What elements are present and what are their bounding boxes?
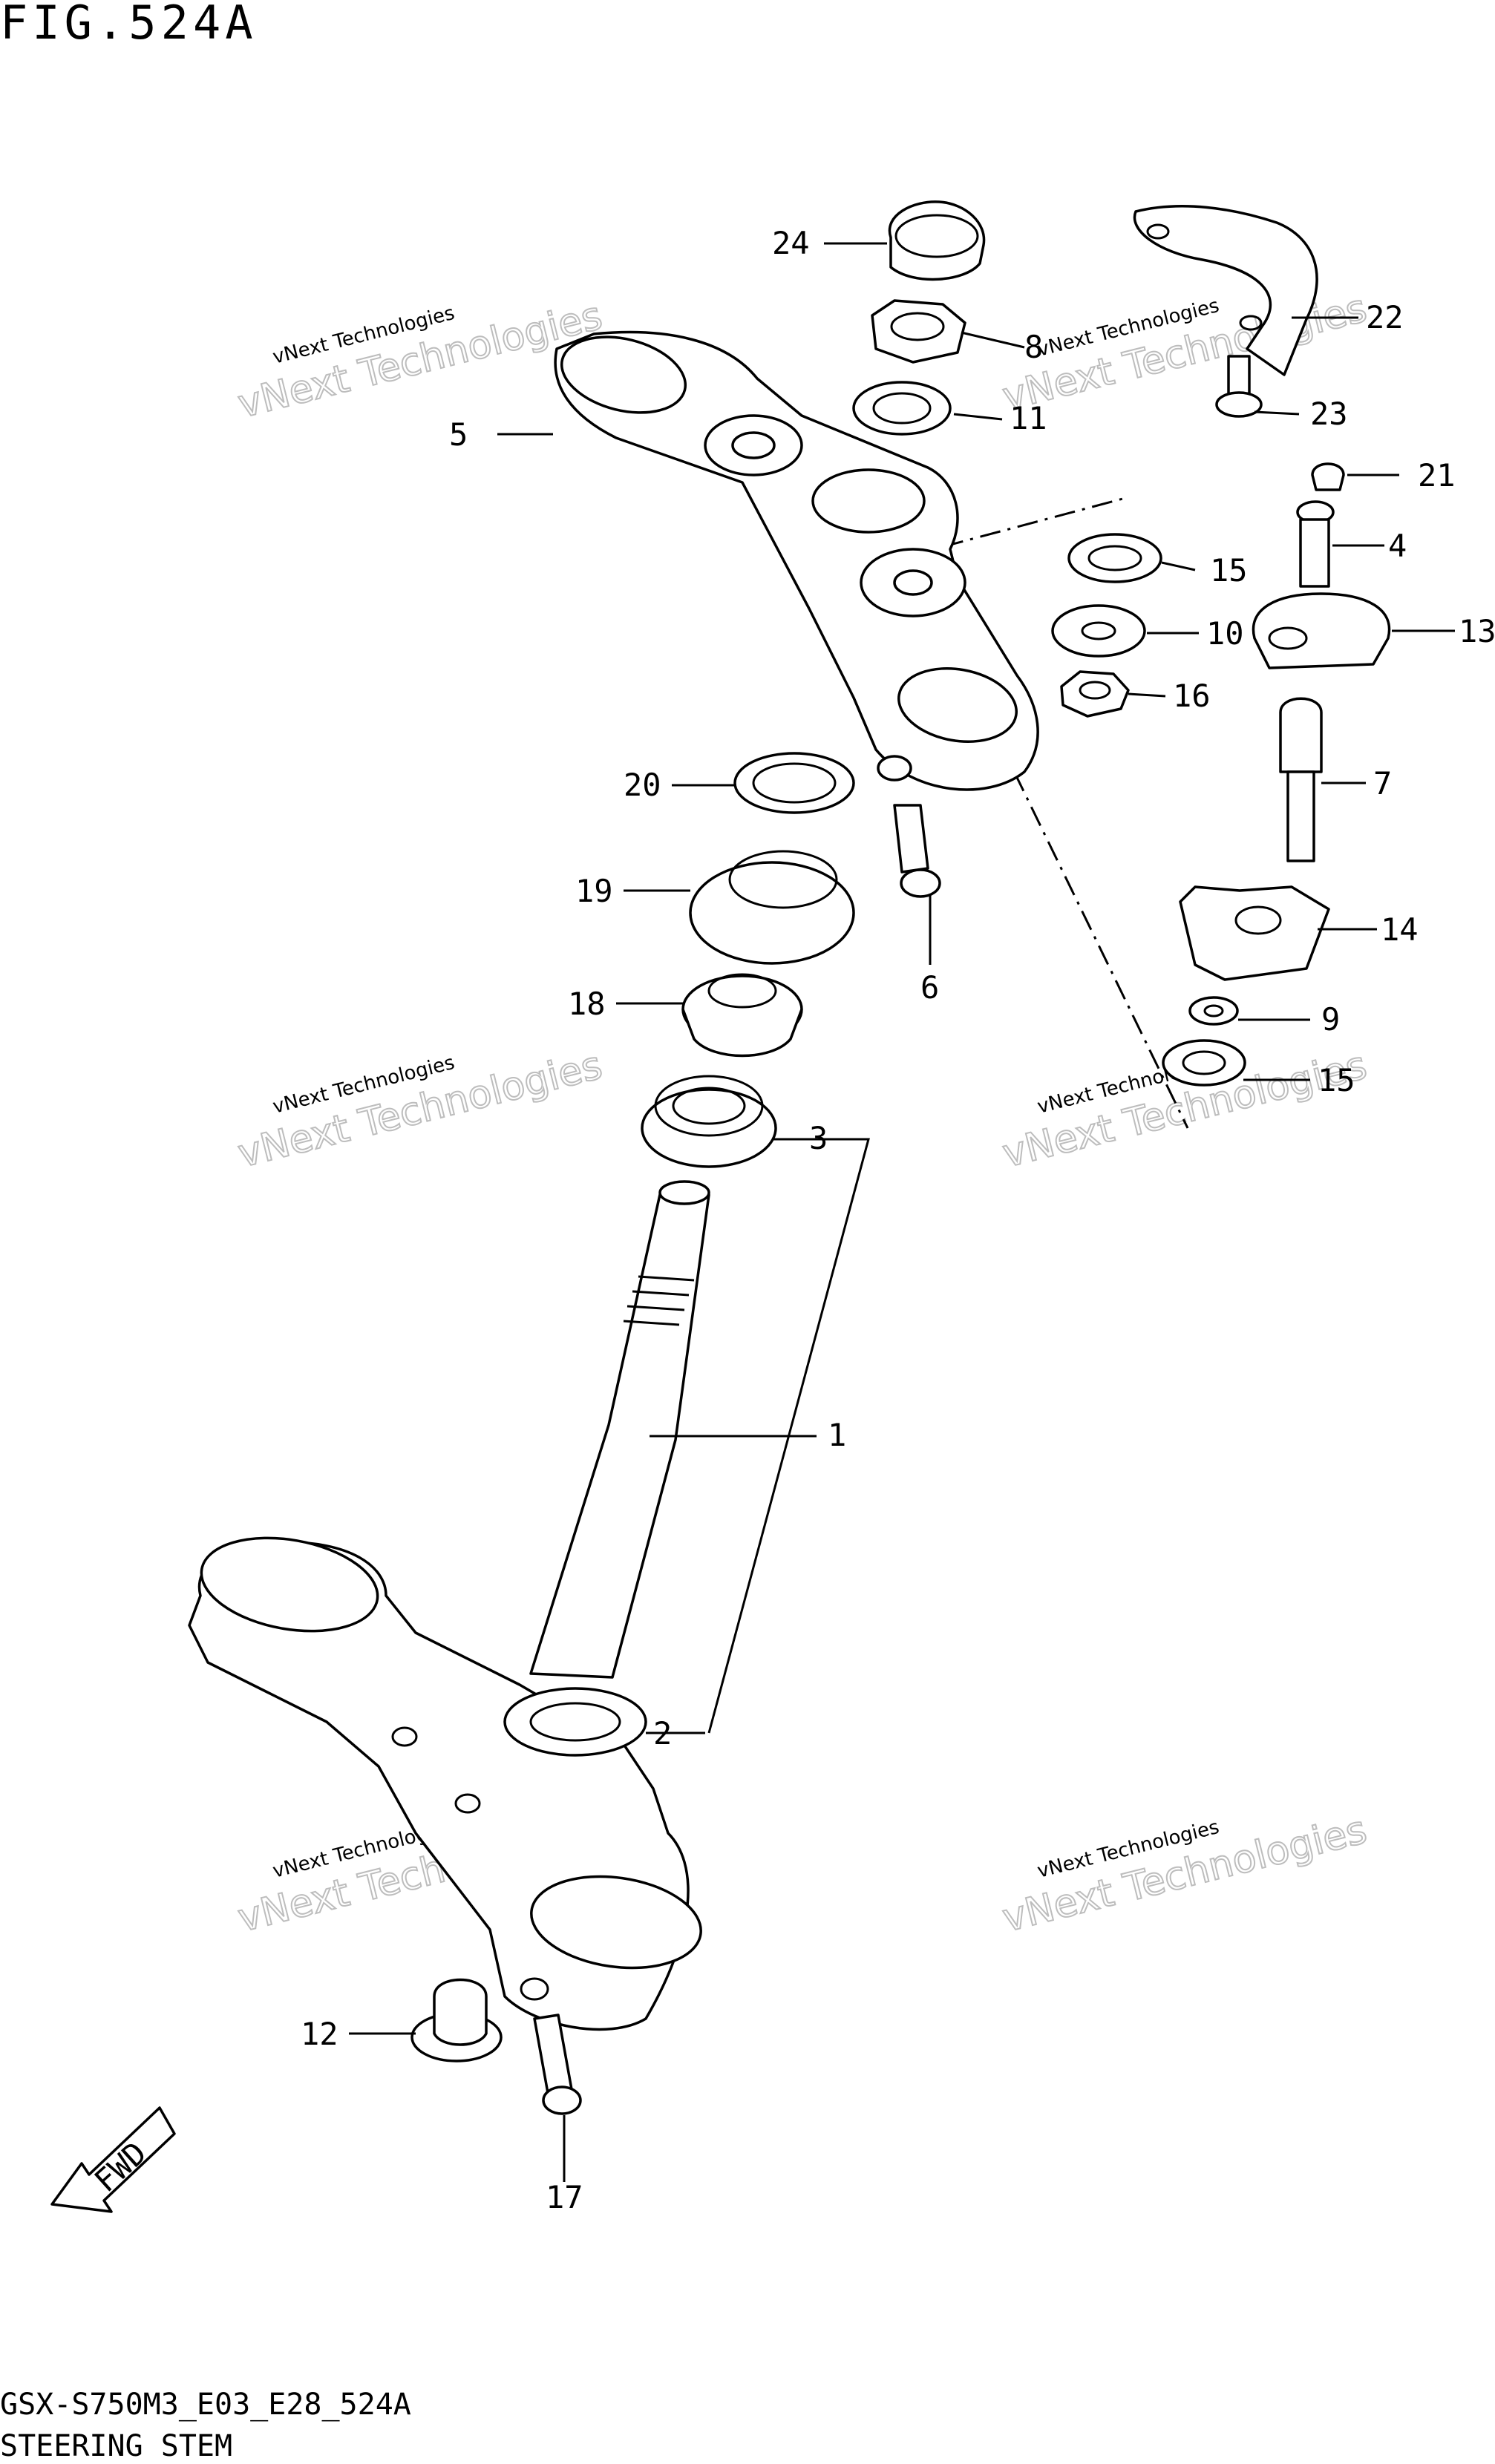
callout-label: 15 [1318,1062,1355,1098]
dust-seal-part [689,850,855,965]
cap-12-part [410,1978,503,2062]
grommet-lower-part [1162,1039,1246,1087]
model-code: GSX-S750M3_E03_E28_524A [0,2388,411,2422]
bearing-part [681,973,803,1058]
bolt-part [1296,500,1335,588]
callout-label: 10 [1206,615,1244,652]
callout-label: 24 [772,225,810,261]
upper-holder-part [1252,592,1391,669]
forward-direction-arrow: FWD [50,2106,176,2213]
cap-part [1311,462,1345,491]
callout-label: 17 [546,2179,583,2215]
callout-label: 2 [653,1715,672,1752]
watermark-1: vNext Technologies vNext Technologies [233,293,607,428]
bearing-race-part [641,1075,777,1168]
callout-label: 15 [1210,552,1248,589]
lower-bracket-part [188,1536,702,2031]
washer-10-part [1051,604,1146,658]
callout-label: 14 [1381,911,1419,948]
watermark-3: vNext Technologies vNext Technologies [233,1043,607,1178]
callout-label: 9 [1321,1001,1340,1038]
bolt-6-part [893,804,941,898]
section-name: STEERING STEM [0,2429,233,2463]
small-bolt-part [1215,355,1263,418]
callout-label: 20 [624,767,661,803]
callout-label: 12 [301,2016,338,2052]
steering-stem-shaft-part [529,1180,710,1679]
washer-part [852,381,952,436]
callout-label: 5 [449,416,468,453]
callout-label: 19 [575,873,613,909]
callout-label: 22 [1366,299,1404,335]
hex-nut-part [871,299,966,364]
callout-label: 6 [920,969,939,1006]
washer-9-part [1188,996,1239,1026]
callout-label: 11 [1010,400,1047,436]
grommet-upper-part [1067,533,1162,583]
clamp-part [1133,205,1318,376]
bolt-17-part [533,2014,582,2115]
cap-nut-part [888,200,986,281]
callout-label: 23 [1310,396,1348,432]
callout-label: 7 [1373,765,1392,802]
callout-label: 4 [1388,528,1407,564]
nut-16-part [1060,670,1130,718]
callout-label: 3 [809,1120,828,1156]
callout-label: 18 [568,986,606,1022]
leader-lines [349,242,1455,2182]
callout-label: 16 [1173,678,1211,714]
callout-label: 21 [1418,457,1456,494]
figure-title: FIG.524A [0,0,258,50]
long-bolt-part [1279,697,1323,862]
watermark-4: vNext Technologies vNext Technologies [998,1043,1372,1178]
callout-label: 8 [1024,329,1043,365]
callout-label: 1 [828,1417,846,1453]
lower-holder-part [1179,885,1330,981]
watermark-6: vNext Technologies vNext Technologies [998,1807,1372,1942]
upper-bracket-part [554,330,1039,791]
callout-labels: 24 8 22 23 5 11 21 4 15 10 13 16 7 20 19… [301,225,1495,2215]
assembly-axis-line [912,563,1189,1129]
callout-label: 13 [1459,613,1495,649]
ring-nut-part [733,752,855,814]
